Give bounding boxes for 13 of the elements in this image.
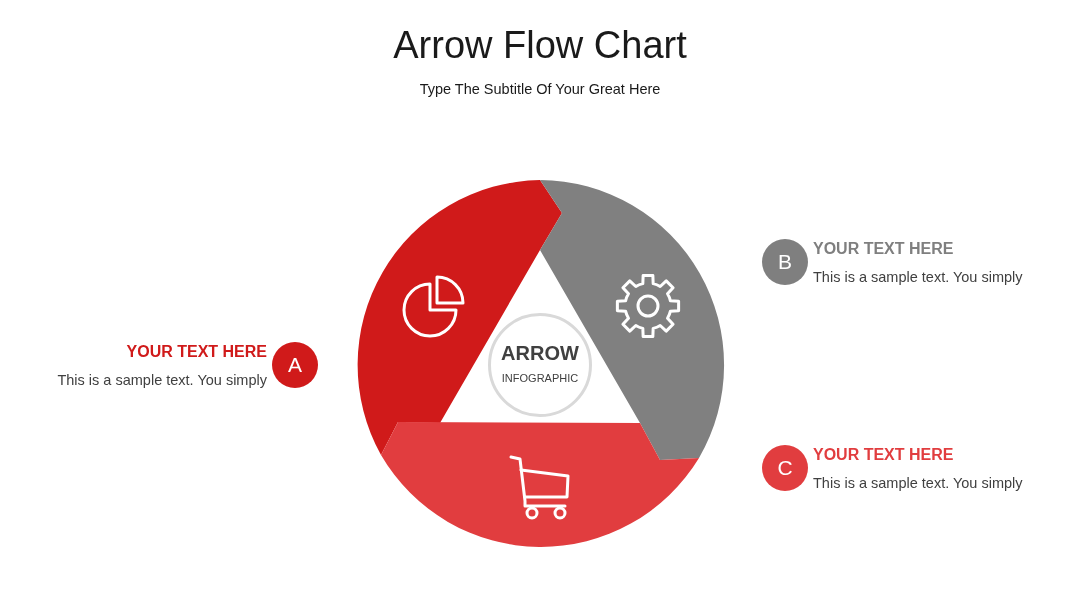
- letter-badge: A: [272, 342, 318, 388]
- item-heading: YOUR TEXT HERE: [813, 445, 954, 465]
- page-title: Arrow Flow Chart: [393, 24, 687, 66]
- center-title: ARROW: [501, 341, 579, 364]
- item-description: This is a sample text. You simply: [813, 474, 1023, 492]
- item-description: This is a sample text. You simply: [57, 371, 267, 389]
- item-heading: YOUR TEXT HERE: [813, 239, 954, 259]
- letter-badge: C: [762, 445, 808, 491]
- page-subtitle: Type The Subtitle Of Your Great Here: [419, 81, 661, 97]
- item-heading: YOUR TEXT HERE: [126, 342, 267, 362]
- item-description: This is a sample text. You simply: [813, 268, 1023, 286]
- letter-badge: B: [762, 239, 808, 285]
- center-subtitle: INFOGRAPHIC: [501, 371, 579, 385]
